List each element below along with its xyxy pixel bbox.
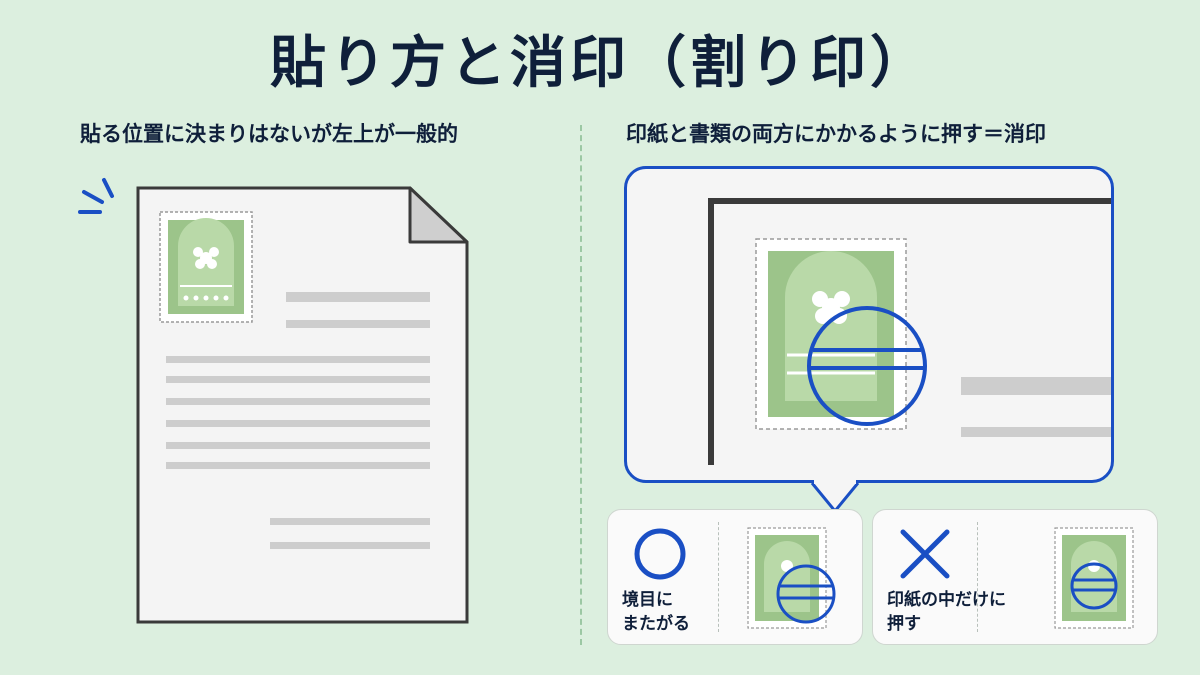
revenue-stamp-icon — [755, 238, 907, 430]
section-divider — [580, 125, 582, 645]
wrong-label-line2: 押す — [887, 614, 921, 634]
wrong-label-line1: 印紙の中だけに — [887, 590, 1006, 610]
zoomed-cancellation-view — [624, 166, 1114, 483]
stamp-across-border-icon — [747, 527, 836, 629]
correct-label-line2: またがる — [622, 614, 690, 634]
wrong-example-card: 印紙の中だけに 押す — [872, 509, 1158, 645]
cross-mark-icon — [900, 529, 950, 579]
revenue-stamp-icon — [159, 211, 253, 323]
wrong-example-label: 印紙の中だけに 押す — [887, 588, 1006, 636]
attention-lines-icon — [78, 178, 114, 214]
stamp-inside-only-icon — [1054, 527, 1134, 629]
page-title: 貼り方と消印（割り印） — [270, 31, 930, 96]
placement-subtitle: 貼る位置に決まりはないが左上が一般的 — [80, 122, 458, 146]
correct-example-card: 境目に またがる — [607, 509, 863, 645]
document-illustration — [78, 178, 469, 624]
cancellation-subtitle: 印紙と書類の両方にかかるように押す＝消印 — [626, 122, 1046, 146]
card-divider — [718, 522, 719, 632]
card-divider — [977, 522, 978, 632]
circle-mark-icon — [634, 528, 686, 580]
correct-label-line1: 境目に — [622, 590, 673, 610]
seal-mark-icon — [807, 306, 927, 426]
correct-example-label: 境目に またがる — [622, 588, 690, 636]
